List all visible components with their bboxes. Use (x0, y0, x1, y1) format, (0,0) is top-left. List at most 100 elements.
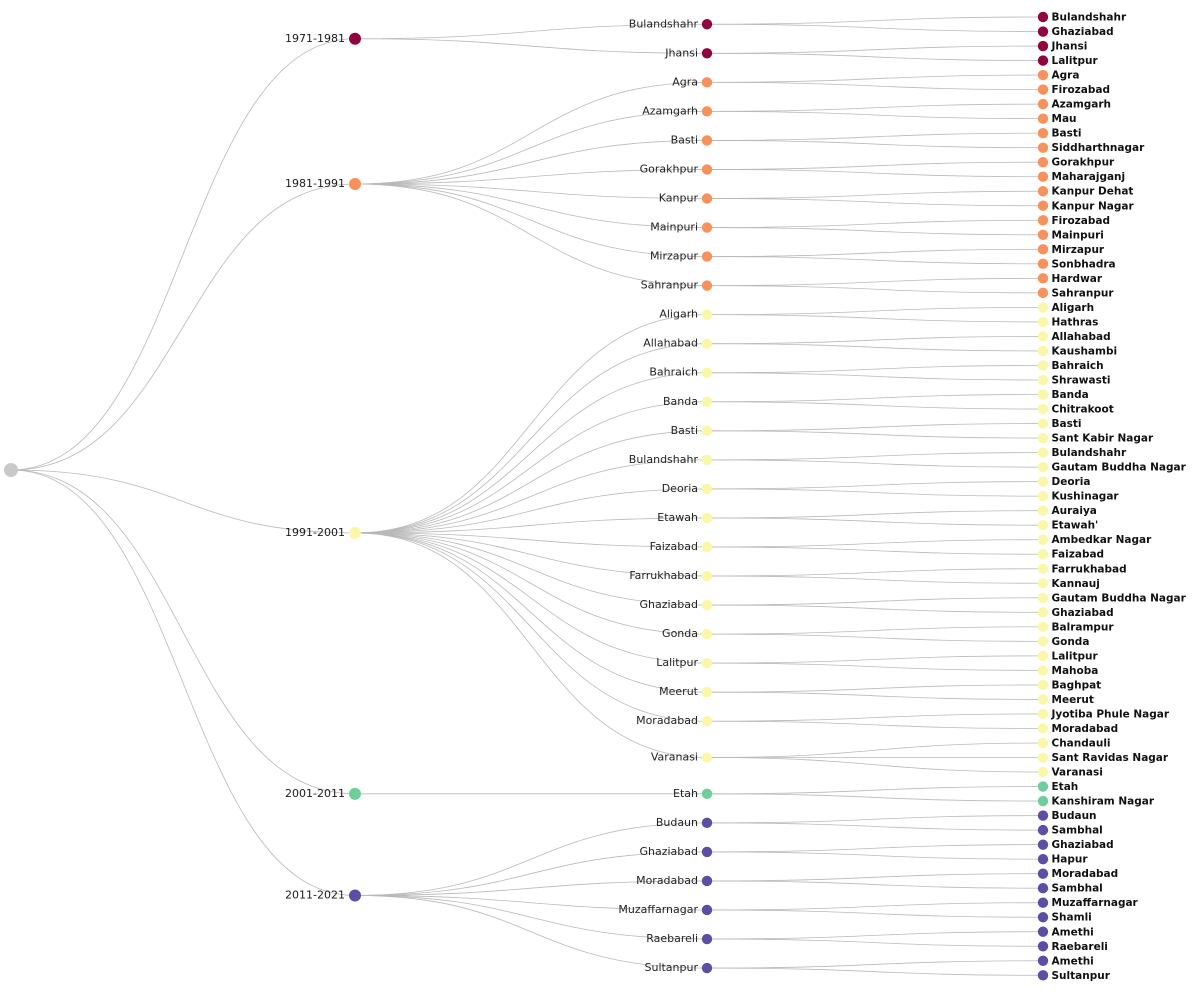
leaf-node[interactable] (1037, 127, 1049, 139)
leaf-node[interactable] (1037, 694, 1049, 705)
mid-node[interactable] (701, 164, 713, 175)
root-node[interactable] (4, 463, 18, 477)
leaf-node[interactable] (1037, 476, 1049, 487)
leaf-node[interactable] (1037, 578, 1049, 589)
leaf-node[interactable] (1037, 461, 1049, 473)
decade-node[interactable] (349, 32, 361, 45)
mid-node[interactable] (701, 904, 713, 916)
decade-node[interactable] (349, 787, 361, 800)
mid-node[interactable] (701, 106, 713, 117)
mid-node[interactable] (701, 962, 713, 974)
mid-node[interactable] (701, 251, 713, 262)
mid-node[interactable] (701, 135, 713, 146)
leaf-node[interactable] (1037, 607, 1049, 618)
leaf-node[interactable] (1037, 723, 1049, 734)
leaf-node[interactable] (1037, 418, 1049, 429)
leaf-node[interactable] (1037, 40, 1049, 52)
leaf-node[interactable] (1037, 781, 1049, 792)
leaf-node[interactable] (1037, 345, 1049, 357)
leaf-node[interactable] (1037, 98, 1049, 110)
leaf-node[interactable] (1037, 389, 1049, 400)
leaf-node[interactable] (1037, 215, 1049, 226)
mid-node[interactable] (701, 222, 713, 233)
leaf-node[interactable] (1037, 26, 1049, 37)
leaf-node[interactable] (1037, 113, 1049, 124)
mid-node[interactable] (701, 752, 713, 763)
leaf-node[interactable] (1037, 157, 1049, 168)
decade-node[interactable] (349, 889, 361, 902)
leaf-node[interactable] (1037, 331, 1049, 342)
mid-node[interactable] (701, 193, 713, 204)
mid-node[interactable] (701, 716, 713, 727)
decade-node[interactable] (349, 526, 361, 539)
mid-node[interactable] (701, 599, 713, 611)
leaf-node[interactable] (1037, 490, 1049, 502)
leaf-node[interactable] (1037, 766, 1049, 778)
leaf-node[interactable] (1037, 549, 1049, 560)
mid-node[interactable] (701, 933, 713, 945)
leaf-node[interactable] (1037, 737, 1049, 749)
leaf-node[interactable] (1037, 302, 1049, 313)
mid-node[interactable] (701, 425, 713, 437)
leaf-node[interactable] (1037, 403, 1049, 415)
mid-node[interactable] (701, 48, 713, 59)
mid-node[interactable] (701, 541, 713, 553)
leaf-node[interactable] (1037, 374, 1049, 386)
mid-node[interactable] (701, 788, 713, 800)
leaf-node[interactable] (1037, 360, 1049, 371)
leaf-node[interactable] (1037, 84, 1049, 95)
leaf-node[interactable] (1037, 186, 1049, 197)
leaf-node[interactable] (1037, 432, 1049, 444)
mid-node[interactable] (701, 875, 713, 887)
leaf-node[interactable] (1037, 505, 1049, 516)
leaf-node[interactable] (1037, 679, 1049, 691)
leaf-node[interactable] (1037, 650, 1049, 662)
leaf-node[interactable] (1037, 273, 1049, 284)
leaf-node[interactable] (1037, 316, 1049, 328)
leaf-node[interactable] (1037, 229, 1049, 240)
mid-node[interactable] (701, 77, 713, 88)
leaf-node[interactable] (1037, 200, 1049, 211)
mid-node[interactable] (701, 628, 713, 640)
mid-node[interactable] (701, 512, 713, 524)
decade-node[interactable] (349, 177, 361, 190)
leaf-node[interactable] (1037, 752, 1049, 763)
leaf-node[interactable] (1037, 69, 1049, 81)
mid-node[interactable] (701, 367, 713, 378)
leaf-node[interactable] (1037, 534, 1049, 545)
leaf-node[interactable] (1037, 244, 1049, 255)
leaf-node[interactable] (1037, 665, 1049, 676)
mid-node[interactable] (701, 454, 713, 466)
mid-node[interactable] (701, 686, 713, 698)
leaf-node[interactable] (1037, 592, 1049, 603)
mid-node[interactable] (701, 846, 713, 858)
leaf-node[interactable] (1037, 824, 1049, 836)
leaf-node[interactable] (1037, 970, 1049, 981)
mid-node[interactable] (701, 309, 713, 320)
mid-node[interactable] (701, 570, 713, 582)
leaf-node[interactable] (1037, 853, 1049, 865)
mid-node[interactable] (701, 657, 713, 669)
leaf-node[interactable] (1037, 621, 1049, 633)
leaf-node[interactable] (1037, 868, 1049, 879)
mid-node[interactable] (701, 396, 713, 407)
mid-node[interactable] (701, 817, 713, 829)
leaf-node[interactable] (1037, 883, 1049, 894)
leaf-node[interactable] (1037, 897, 1049, 908)
leaf-node[interactable] (1037, 912, 1049, 923)
leaf-node[interactable] (1037, 810, 1049, 821)
mid-node[interactable] (701, 19, 713, 30)
leaf-node[interactable] (1037, 142, 1049, 153)
leaf-node[interactable] (1037, 11, 1049, 23)
mid-node[interactable] (701, 280, 713, 291)
leaf-node[interactable] (1037, 287, 1049, 299)
leaf-node[interactable] (1037, 926, 1049, 937)
leaf-node[interactable] (1037, 447, 1049, 458)
leaf-node[interactable] (1037, 839, 1049, 850)
leaf-node[interactable] (1037, 520, 1049, 531)
leaf-node[interactable] (1037, 55, 1049, 66)
leaf-node[interactable] (1037, 708, 1049, 720)
leaf-node[interactable] (1037, 941, 1049, 952)
leaf-node[interactable] (1037, 171, 1049, 182)
mid-node[interactable] (701, 338, 713, 349)
